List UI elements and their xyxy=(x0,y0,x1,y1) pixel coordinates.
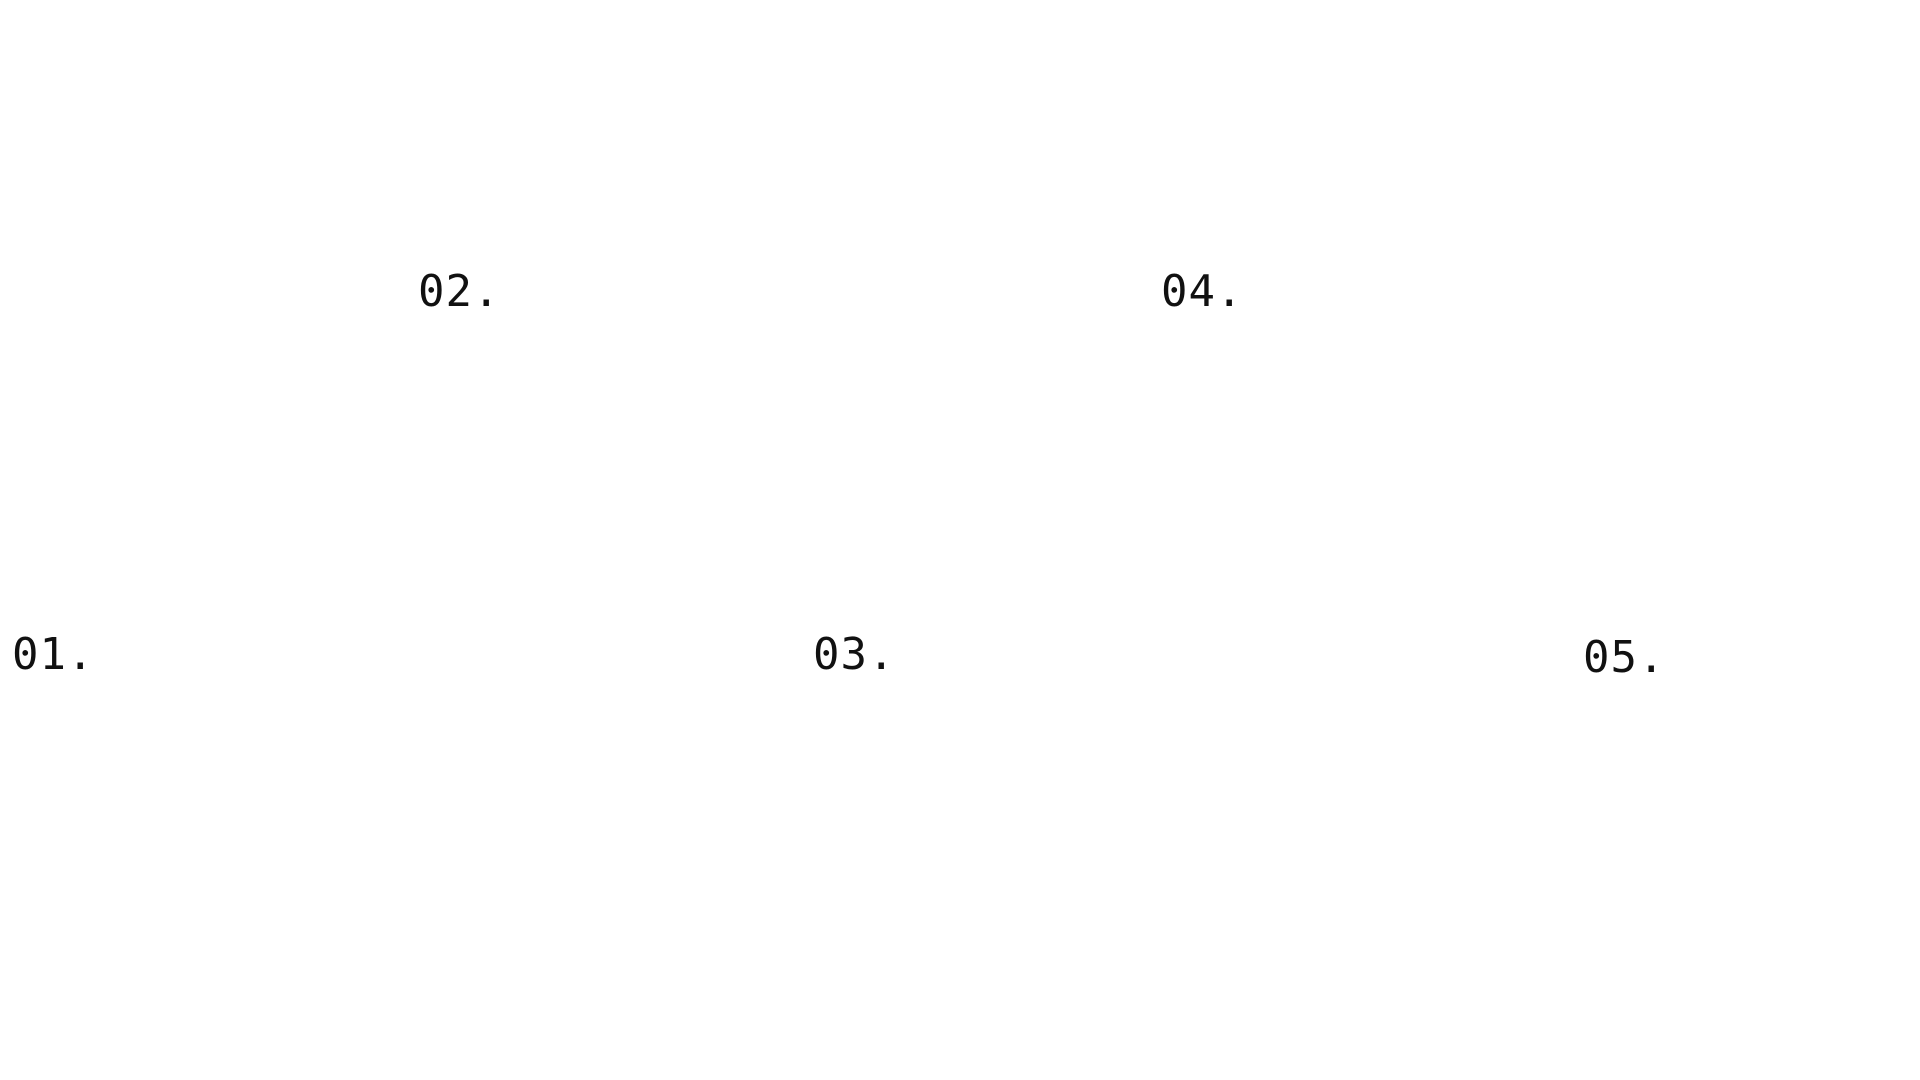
step-label-05: 05. xyxy=(1583,632,1666,683)
step-label-03: 03. xyxy=(813,629,896,680)
step-label-01: 01. xyxy=(12,629,95,680)
step-label-04: 04. xyxy=(1161,266,1244,317)
step-label-02: 02. xyxy=(418,266,501,317)
